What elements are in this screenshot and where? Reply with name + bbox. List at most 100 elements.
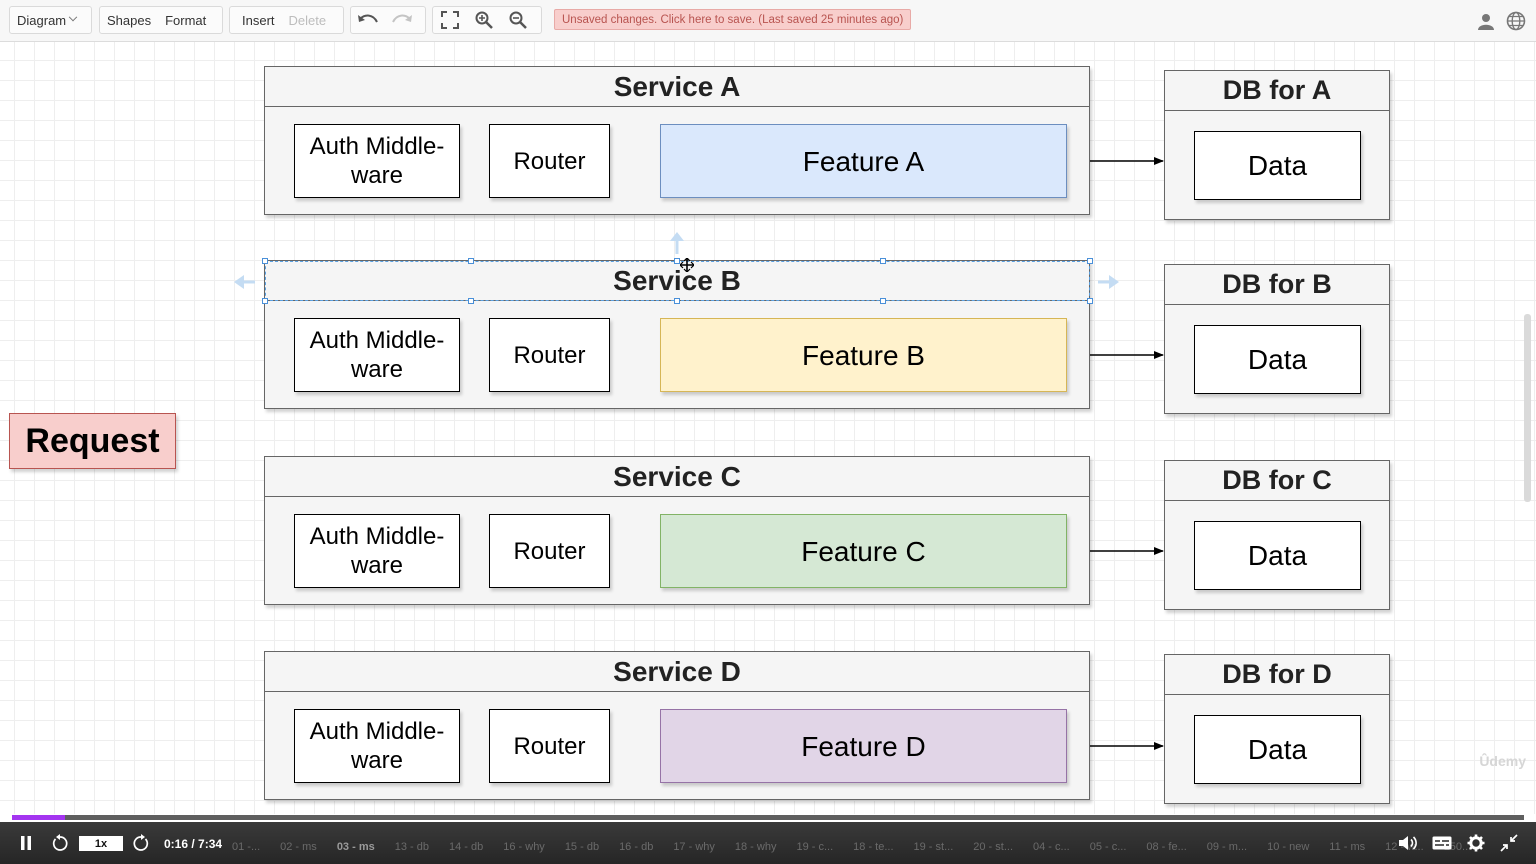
vertical-scrollbar[interactable]: [1524, 314, 1531, 502]
resize-handle[interactable]: [262, 298, 268, 304]
router-box[interactable]: Router: [489, 124, 610, 198]
move-arrow-left-head: [234, 275, 244, 289]
chapter-item[interactable]: 11 - ms: [1329, 841, 1366, 853]
exit-fullscreen-icon: [1500, 834, 1518, 852]
data-box[interactable]: Data: [1194, 325, 1361, 394]
chapter-item[interactable]: 04 - c...: [1033, 841, 1070, 853]
unsaved-changes-banner[interactable]: Unsaved changes. Click here to save. (La…: [554, 9, 912, 30]
volume-button[interactable]: [1396, 832, 1420, 854]
db-a-container[interactable]: DB for A Data: [1164, 70, 1390, 220]
auth-middleware-box[interactable]: Auth Middle- ware: [294, 709, 460, 783]
chapter-item[interactable]: 16 - db: [619, 841, 654, 853]
data-box[interactable]: Data: [1194, 131, 1361, 200]
resize-handle[interactable]: [880, 258, 886, 264]
db-b-container[interactable]: DB for B Data: [1164, 264, 1390, 414]
panels-group: Shapes Format: [99, 6, 223, 34]
zoom-out-icon: [509, 11, 527, 29]
resize-handle[interactable]: [468, 258, 474, 264]
chapter-item[interactable]: 13 - db: [394, 841, 429, 853]
service-title: Service B: [265, 261, 1089, 301]
feature-a-box[interactable]: Feature A: [660, 124, 1067, 198]
service-b-container[interactable]: Service B Auth Middle- ware Router Featu…: [264, 260, 1090, 409]
service-d-container[interactable]: Service D Auth Middle- ware Router Featu…: [264, 651, 1090, 800]
resize-handle[interactable]: [1087, 258, 1093, 264]
data-box[interactable]: Data: [1194, 521, 1361, 590]
router-box[interactable]: Router: [489, 709, 610, 783]
undo-button[interactable]: [351, 7, 385, 33]
edit-group: Insert Delete: [229, 6, 344, 34]
router-box[interactable]: Router: [489, 318, 610, 392]
chapter-item[interactable]: 08 - fe...: [1146, 841, 1187, 853]
fit-page-button[interactable]: [433, 7, 467, 33]
undo-icon: [358, 14, 378, 23]
db-title: DB for A: [1165, 71, 1389, 111]
resize-handle[interactable]: [1087, 298, 1093, 304]
feature-d-box[interactable]: Feature D: [660, 709, 1067, 783]
exit-fullscreen-button[interactable]: [1496, 832, 1522, 854]
chapter-item[interactable]: 19 - st...: [913, 841, 954, 853]
forward-icon: [133, 834, 149, 851]
feature-b-box[interactable]: Feature B: [660, 318, 1067, 392]
user-icon: [1478, 14, 1494, 30]
auth-middleware-box[interactable]: Auth Middle- ware: [294, 514, 460, 588]
resize-handle[interactable]: [674, 298, 680, 304]
udemy-watermark: Ûdemy: [1479, 753, 1526, 769]
pause-button[interactable]: [16, 832, 36, 854]
forward-button[interactable]: [130, 832, 152, 854]
service-title: Service A: [265, 67, 1089, 107]
captions-button[interactable]: [1430, 832, 1454, 854]
move-arrow-up-head: [670, 232, 684, 241]
chapter-item[interactable]: 19 - c...: [796, 841, 834, 853]
chapter-item[interactable]: 09 - m...: [1206, 841, 1248, 853]
data-box[interactable]: Data: [1194, 715, 1361, 784]
diagram-canvas[interactable]: Service A Auth Middle- ware Router Featu…: [0, 42, 1536, 814]
toolbar: Diagram Shapes Format Insert Delete Unsa…: [0, 0, 1536, 42]
resize-handle[interactable]: [262, 258, 268, 264]
move-arrow-right-head: [1109, 275, 1119, 289]
video-progress-bar[interactable]: [12, 815, 1524, 820]
chapter-item[interactable]: 20 - st...: [973, 841, 1014, 853]
settings-button[interactable]: [1464, 832, 1488, 854]
diagram-menu-label: Diagram: [17, 12, 67, 28]
resize-handle[interactable]: [674, 258, 680, 264]
db-d-container[interactable]: DB for D Data: [1164, 654, 1390, 804]
playback-speed-button[interactable]: 1x: [79, 836, 123, 851]
request-box[interactable]: Request: [9, 413, 176, 469]
service-title: Service D: [265, 652, 1089, 692]
service-a-container[interactable]: Service A Auth Middle- ware Router Featu…: [264, 66, 1090, 215]
redo-button[interactable]: [385, 7, 419, 33]
chapter-item[interactable]: 10 - new: [1267, 841, 1310, 853]
auth-middleware-box[interactable]: Auth Middle- ware: [294, 124, 460, 198]
chapter-item[interactable]: 18 - te...: [853, 841, 894, 853]
auth-middleware-box[interactable]: Auth Middle- ware: [294, 318, 460, 392]
zoom-out-button[interactable]: [501, 7, 535, 33]
delete-button[interactable]: Delete: [288, 12, 327, 28]
view-group: [432, 6, 542, 34]
chevron-down-icon: [68, 12, 78, 22]
user-button[interactable]: [1475, 10, 1497, 32]
format-button[interactable]: Format: [165, 12, 207, 28]
chapter-item[interactable]: 17 - why: [673, 841, 715, 853]
resize-handle[interactable]: [468, 298, 474, 304]
chapter-item[interactable]: 05 - c...: [1089, 841, 1127, 853]
globe-icon: [1506, 11, 1526, 31]
service-c-container[interactable]: Service C Auth Middle- ware Router Featu…: [264, 456, 1090, 605]
resize-handle[interactable]: [880, 298, 886, 304]
diagram-menu-button[interactable]: Diagram: [10, 7, 83, 33]
router-box[interactable]: Router: [489, 514, 610, 588]
chapter-item[interactable]: 15 - db: [564, 841, 600, 853]
chapter-item[interactable]: 01 -...: [232, 841, 261, 853]
feature-c-box[interactable]: Feature C: [660, 514, 1067, 588]
chapter-item[interactable]: 03 - ms: [336, 841, 375, 853]
insert-button[interactable]: Insert: [242, 12, 275, 28]
language-button[interactable]: [1505, 10, 1527, 32]
db-c-container[interactable]: DB for C Data: [1164, 460, 1390, 610]
db-title: DB for C: [1165, 461, 1389, 501]
chapter-item[interactable]: 02 - ms: [280, 841, 317, 853]
shapes-button[interactable]: Shapes: [107, 12, 152, 28]
chapter-item[interactable]: 16 - why: [503, 841, 545, 853]
rewind-button[interactable]: [49, 832, 71, 854]
chapter-item[interactable]: 18 - why: [734, 841, 777, 853]
zoom-in-button[interactable]: [467, 7, 501, 33]
chapter-item[interactable]: 14 - db: [448, 841, 484, 853]
